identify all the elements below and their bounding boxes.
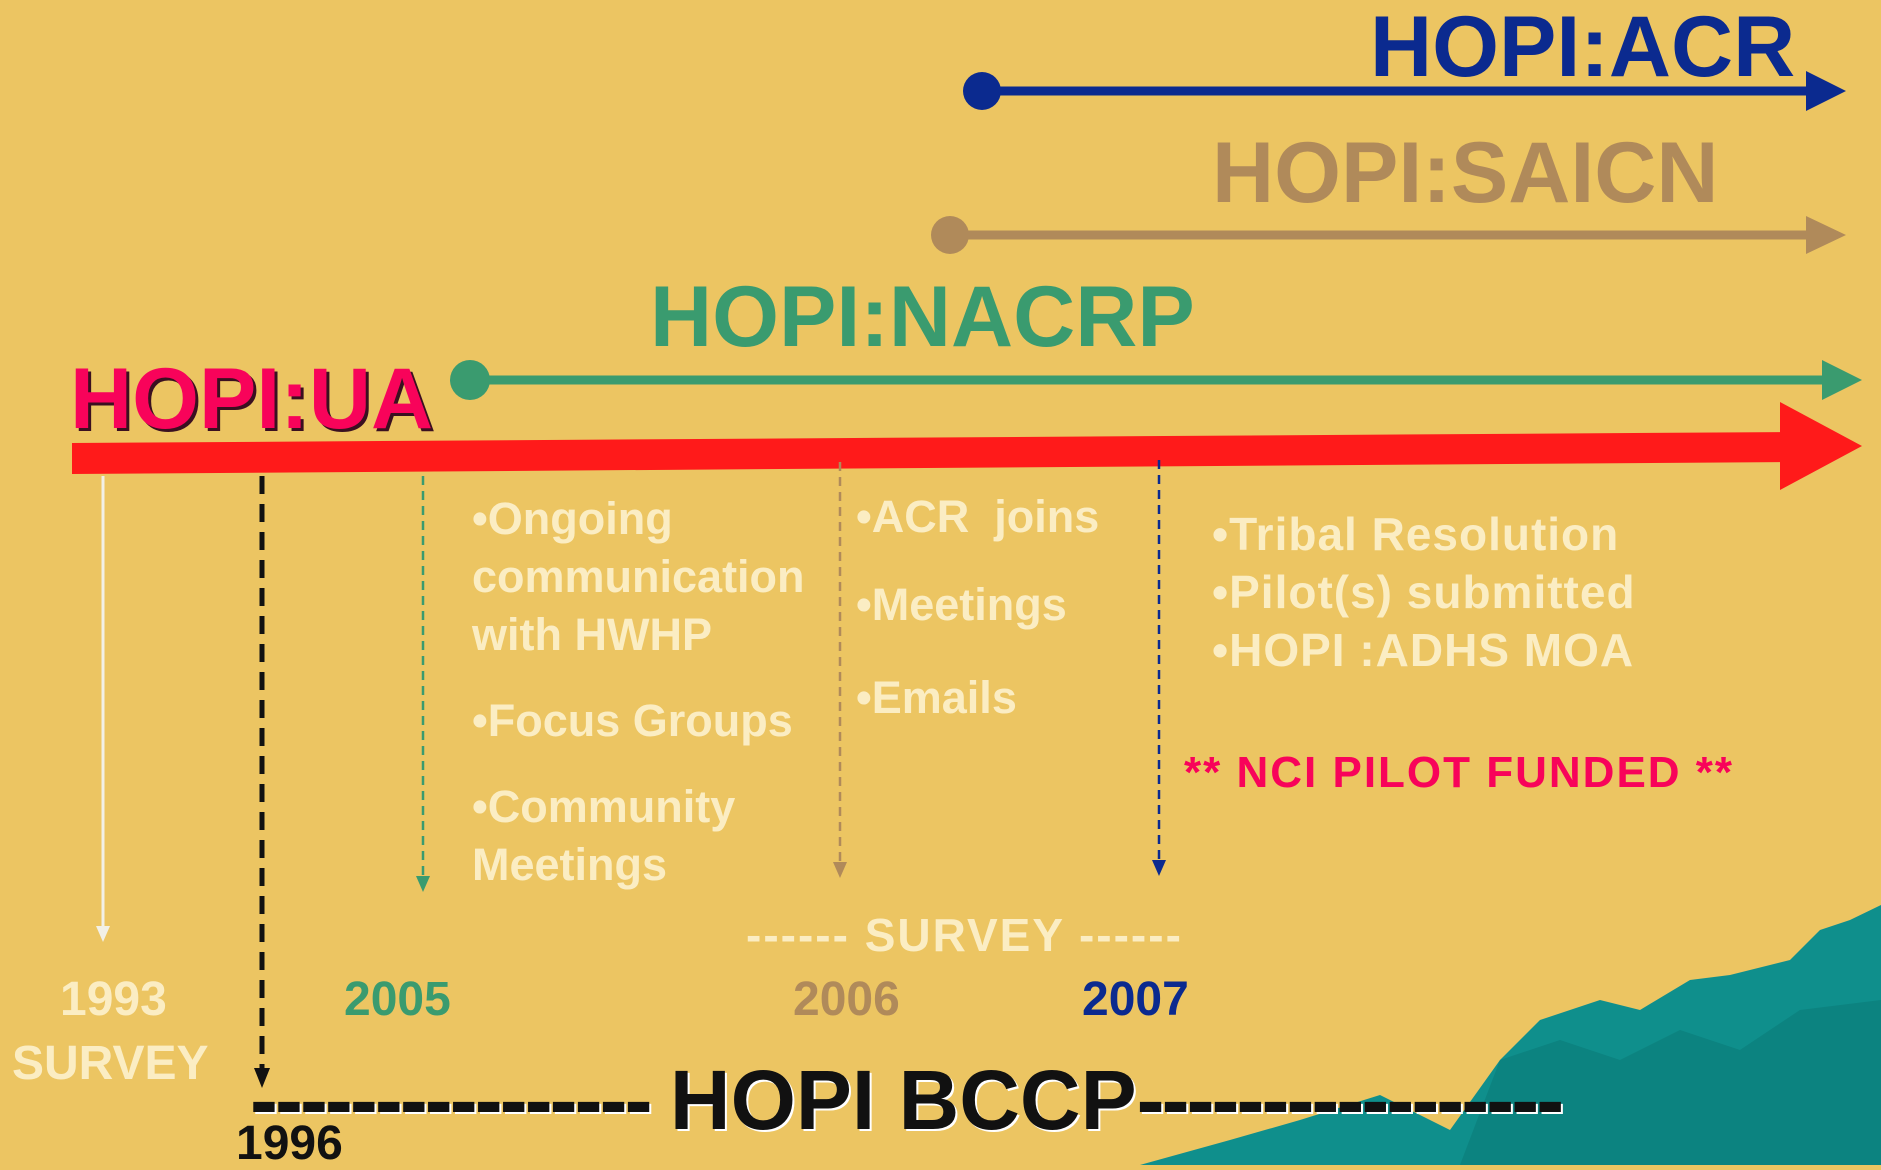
bccp-dashes-left: ---------------- xyxy=(250,1053,670,1147)
note-2007-1: •Tribal Resolution xyxy=(1212,508,1620,560)
year-1993: 1993 xyxy=(60,973,167,1026)
acr-arrowhead xyxy=(1806,71,1846,111)
bccp-title: HOPI BCCP xyxy=(669,1053,1137,1147)
year-2007: 2007 xyxy=(1082,973,1189,1026)
note-2006-3: •Emails xyxy=(856,672,1017,723)
note-2005-3: with HWHP xyxy=(472,609,712,660)
y1993-arrowhead xyxy=(96,926,110,942)
year-1993-survey: SURVEY xyxy=(12,1037,209,1090)
program-label-ua: HOPI:UA xyxy=(70,351,434,447)
note-2005-4: •Focus Groups xyxy=(472,695,793,746)
saicn-arrowhead xyxy=(1806,216,1846,254)
survey-label: ------ SURVEY ------ xyxy=(746,909,1183,961)
year-1996: 1996 xyxy=(236,1117,343,1170)
nci-pilot-note: ** NCI PILOT FUNDED ** xyxy=(1184,748,1735,797)
mountain-shade xyxy=(1460,1000,1881,1165)
y2006-arrowhead xyxy=(833,862,847,878)
bccp-banner: ---------------- HOPI BCCP--------------… xyxy=(250,1058,1564,1142)
y1996-arrowhead xyxy=(254,1068,270,1088)
note-2006-2: •Meetings xyxy=(856,579,1067,630)
note-2006-1: •ACR joins xyxy=(856,491,1100,542)
note-2005-1: •Ongoing xyxy=(472,493,673,544)
ua-arrowhead xyxy=(1780,402,1862,490)
notes-2006: •ACR joins •Meetings •Emails xyxy=(856,488,1099,727)
program-label-saicn: HOPI:SAICN xyxy=(1212,125,1719,221)
nacrp-arrowhead xyxy=(1822,360,1862,400)
y2005-arrowhead xyxy=(416,876,430,892)
year-2006: 2006 xyxy=(793,973,900,1026)
bccp-dashes-right: ----------------- xyxy=(1136,1053,1565,1147)
note-2005-6: Meetings xyxy=(472,839,668,890)
note-2005-5: •Community xyxy=(472,781,736,832)
note-2007-3: •HOPI :ADHS MOA xyxy=(1212,624,1635,676)
year-2005: 2005 xyxy=(344,973,451,1026)
note-2007-2: •Pilot(s) submitted xyxy=(1212,566,1636,618)
program-label-nacrp: HOPI:NACRP xyxy=(650,269,1195,365)
ua-arrow-bar xyxy=(72,432,1790,474)
program-label-acr: HOPI:ACR xyxy=(1370,0,1796,95)
y2007-arrowhead xyxy=(1152,860,1166,876)
note-2005-2: communication xyxy=(472,551,805,602)
notes-2005: •Ongoing communication with HWHP •Focus … xyxy=(472,490,805,894)
notes-2007: •Tribal Resolution •Pilot(s) submitted •… xyxy=(1212,505,1636,679)
